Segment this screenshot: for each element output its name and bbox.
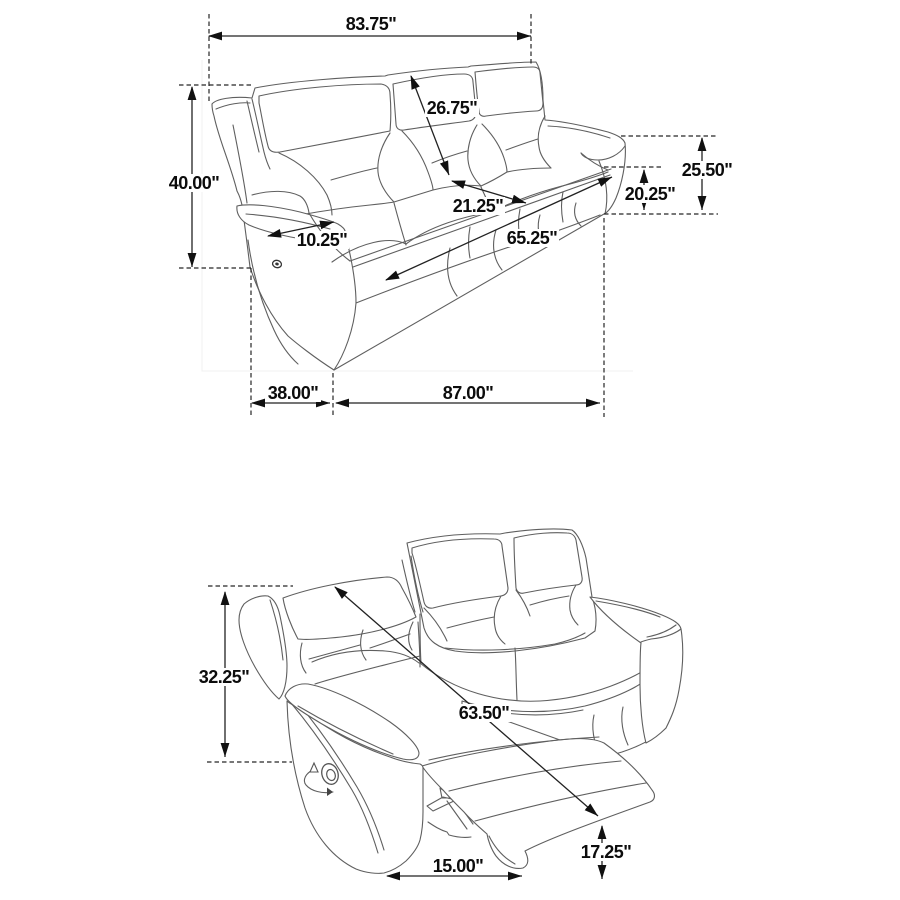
svg-text:65.25": 65.25" xyxy=(507,228,558,248)
svg-text:63.50": 63.50" xyxy=(459,703,510,723)
svg-text:15.00": 15.00" xyxy=(433,856,484,876)
svg-text:10.25": 10.25" xyxy=(297,230,348,250)
svg-text:26.75": 26.75" xyxy=(427,98,478,118)
svg-text:21.25": 21.25" xyxy=(453,196,504,216)
svg-text:38.00": 38.00" xyxy=(268,383,319,403)
svg-text:87.00": 87.00" xyxy=(443,383,494,403)
svg-text:83.75": 83.75" xyxy=(346,14,397,34)
svg-text:17.25": 17.25" xyxy=(581,842,632,862)
svg-text:40.00": 40.00" xyxy=(169,173,220,193)
svg-text:20.25": 20.25" xyxy=(625,184,676,204)
svg-text:25.50": 25.50" xyxy=(682,160,733,180)
svg-text:32.25": 32.25" xyxy=(199,667,250,687)
